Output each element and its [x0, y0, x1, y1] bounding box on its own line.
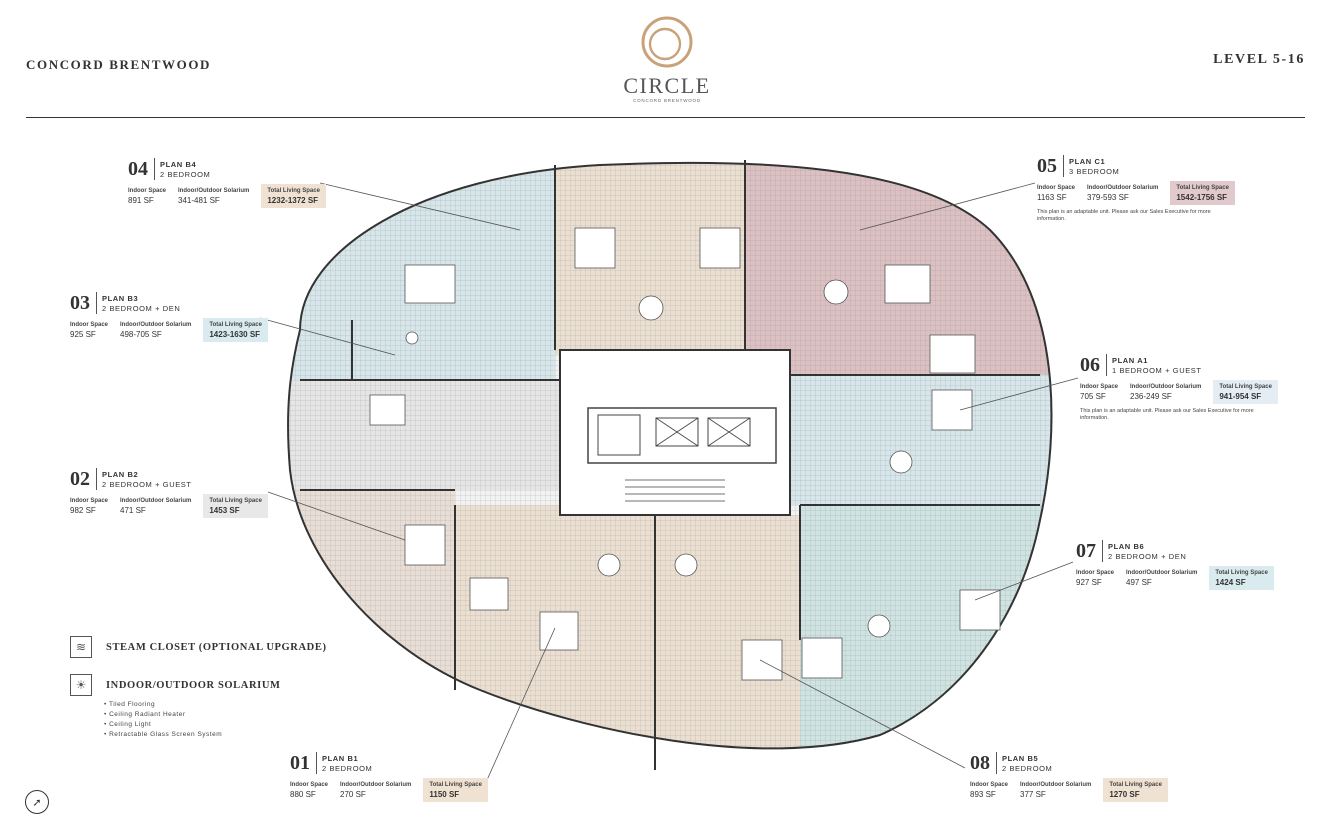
legend-solarium-label: INDOOR/OUTDOOR SOLARIUM — [106, 679, 281, 691]
plan-type: 2 BEDROOM + DEN — [102, 304, 181, 313]
plan-type: 2 BEDROOM — [1002, 764, 1053, 773]
legend-steam-label: STEAM CLOSET (OPTIONAL UPGRADE) — [106, 641, 327, 653]
header-divider — [26, 117, 1305, 118]
plan-name: PLAN B3 — [102, 294, 139, 303]
plan-number: 02 — [70, 468, 97, 490]
plan-number: 08 — [970, 752, 997, 774]
plan-number: 01 — [290, 752, 317, 774]
project-name: CONCORD BRENTWOOD — [26, 57, 212, 72]
legend-solarium: ☀ INDOOR/OUTDOOR SOLARIUM Tiled Flooring… — [70, 674, 281, 740]
plan-name: PLAN B6 — [1108, 542, 1145, 551]
circle-logo: CIRCLE CONCORD BRENTWOOD — [612, 14, 722, 103]
feature-item: Tiled Flooring — [104, 700, 281, 710]
plan-name: PLAN A1 — [1112, 356, 1149, 365]
feature-item: Retractable Glass Screen System — [104, 730, 281, 740]
sun-icon: ☀ — [70, 674, 92, 696]
plan-06-label: 06 PLAN A1 1 BEDROOM + GUEST Indoor Spac… — [1080, 354, 1278, 422]
logo-rings-icon — [641, 16, 693, 68]
logo-name: CIRCLE — [623, 73, 711, 98]
plan-number: 05 — [1037, 155, 1064, 177]
level-label: LEVEL 5-16 — [1213, 52, 1305, 67]
plan-name: PLAN B1 — [322, 754, 359, 763]
legend-steam-closet: ≋ STEAM CLOSET (OPTIONAL UPGRADE) — [70, 636, 327, 658]
plan-number: 04 — [128, 158, 155, 180]
plan-type: 2 BEDROOM + GUEST — [102, 480, 192, 489]
solarium-features: Tiled Flooring Ceiling Radiant Heater Ce… — [104, 700, 281, 740]
plan-name: PLAN C1 — [1069, 157, 1106, 166]
plan-name: PLAN B4 — [160, 160, 197, 169]
plan-type: 2 BEDROOM + DEN — [1108, 552, 1187, 561]
plan-02-label: 02 PLAN B2 2 BEDROOM + GUEST Indoor Spac… — [70, 468, 268, 518]
plan-name: PLAN B5 — [1002, 754, 1039, 763]
plan-type: 3 BEDROOM — [1069, 167, 1120, 176]
plan-name: PLAN B2 — [102, 470, 139, 479]
plan-number: 03 — [70, 292, 97, 314]
plan-number: 07 — [1076, 540, 1103, 562]
feature-item: Ceiling Radiant Heater — [104, 710, 281, 720]
adaptable-unit-note: This plan is an adaptable unit. Please a… — [1080, 408, 1254, 421]
plan-number: 06 — [1080, 354, 1107, 376]
north-arrow-icon: ➚ — [25, 790, 49, 814]
logo-subtitle: CONCORD BRENTWOOD — [633, 98, 701, 103]
plan-type: 2 BEDROOM — [322, 764, 373, 773]
steam-icon: ≋ — [70, 636, 92, 658]
adaptable-unit-note: This plan is an adaptable unit. Please a… — [1037, 209, 1211, 222]
plan-type: 2 BEDROOM — [160, 170, 211, 179]
plan-type: 1 BEDROOM + GUEST — [1112, 366, 1202, 375]
feature-item: Ceiling Light — [104, 720, 281, 730]
